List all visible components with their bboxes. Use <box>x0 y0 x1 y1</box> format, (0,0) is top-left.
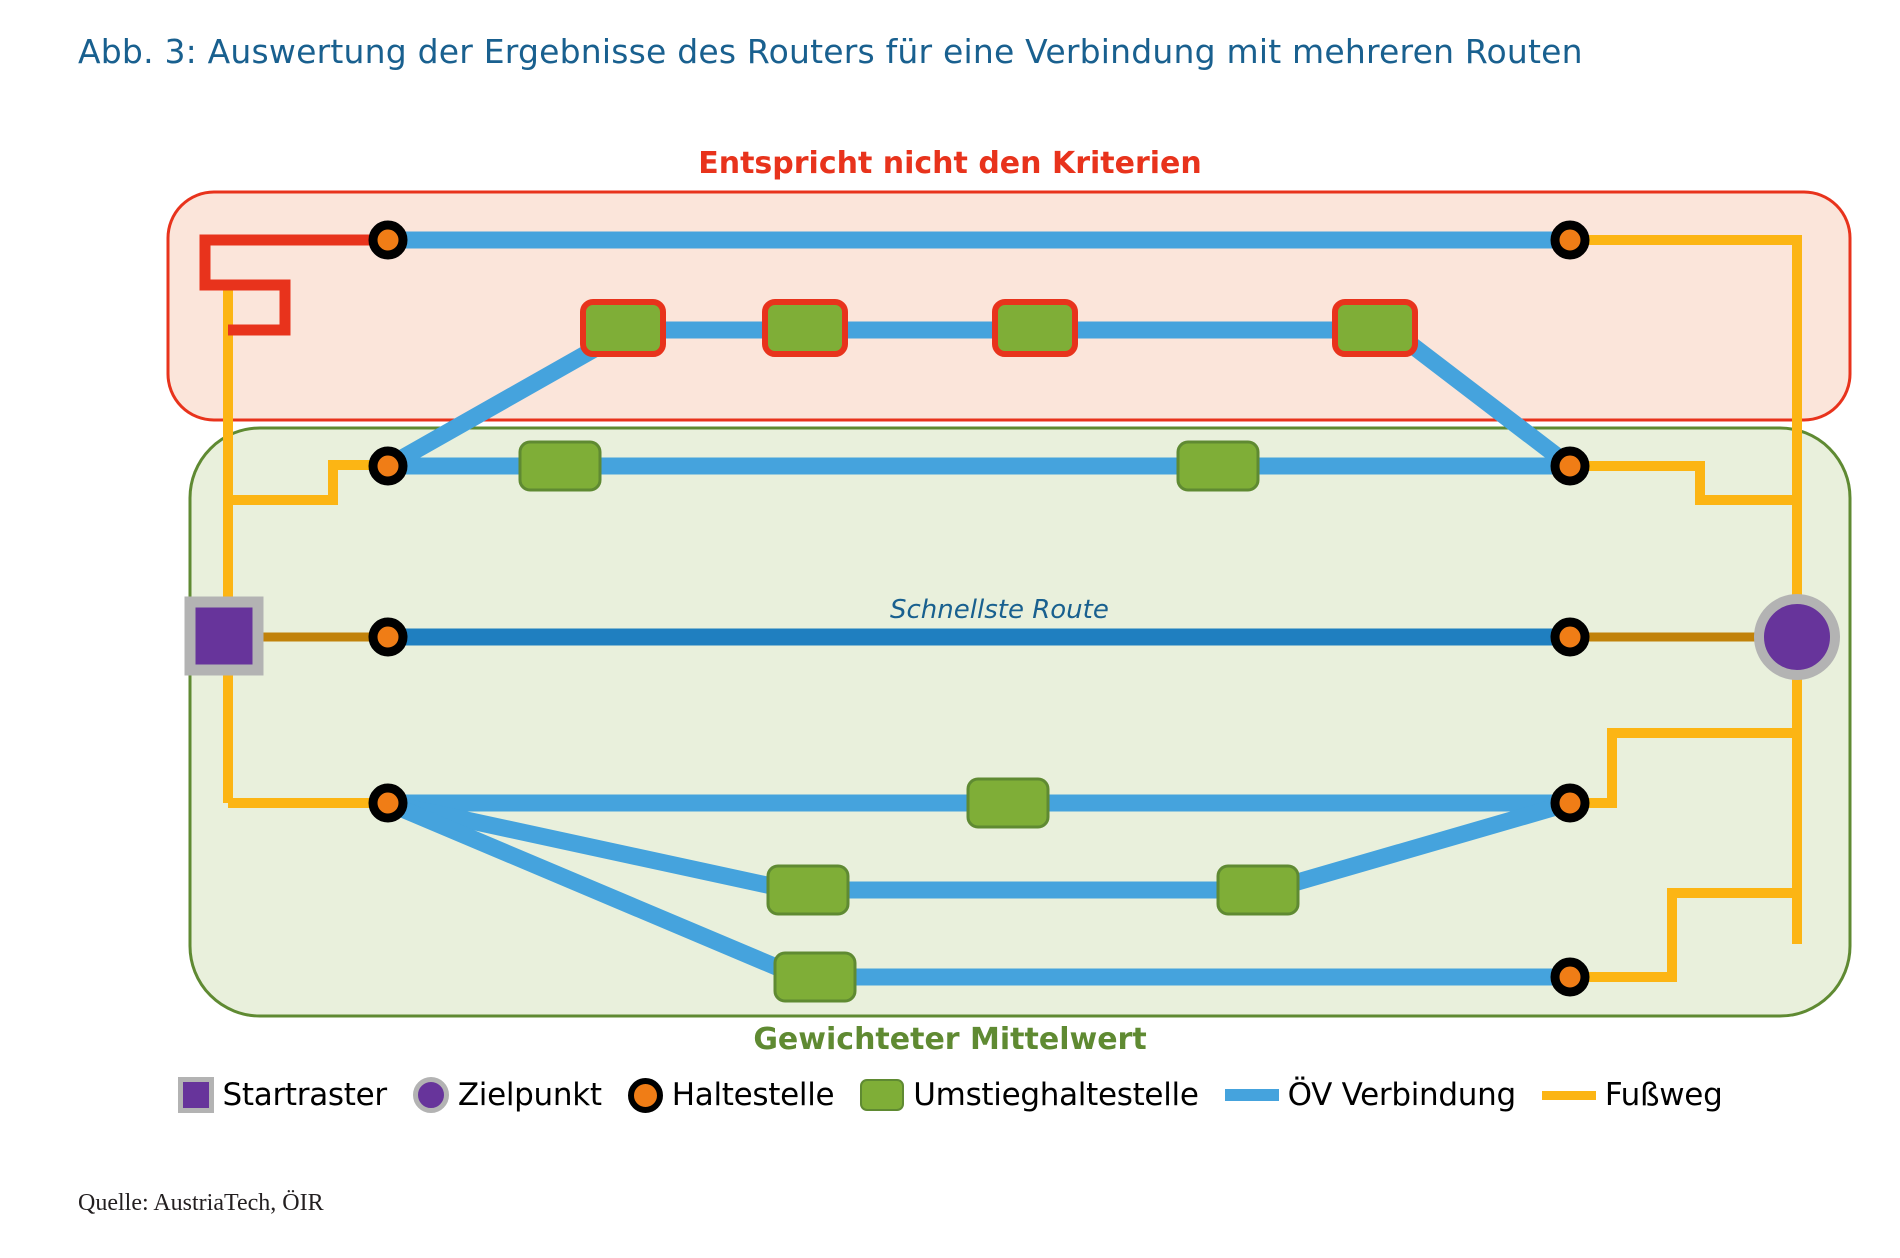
band-accept-region <box>188 426 1852 1018</box>
legend-label-fussweg: Fußweg <box>1604 1077 1723 1113</box>
stop-row1-left <box>368 220 408 260</box>
transfer-stop-reject-4 <box>1332 299 1418 357</box>
zielpunkt-icon <box>412 1077 449 1113</box>
legend-item-umstieghaltestelle: Umstieghaltestelle <box>860 1077 1199 1113</box>
walk-row5-right <box>1570 728 1797 808</box>
walk-row3-right <box>1570 461 1797 505</box>
route-row-3 <box>388 440 1570 492</box>
legend-label-oev-verbindung: ÖV Verbindung <box>1287 1077 1517 1113</box>
legend-label-haltestelle: Haltestelle <box>671 1077 835 1113</box>
legend-item-zielpunkt: Zielpunkt <box>412 1077 602 1113</box>
fastest-route-label: Schnellste Route <box>890 595 1109 625</box>
transfer-stop-reject-3 <box>992 299 1078 357</box>
route-row-2 <box>383 299 1576 474</box>
band-label-weighted: Gewichteter Mittelwert <box>753 1022 1147 1057</box>
umstieghaltestelle-icon <box>860 1079 905 1111</box>
legend-label-startraster: Startraster <box>222 1077 388 1113</box>
transfer-stop-reject-1 <box>580 299 666 357</box>
stop-row1-right <box>1550 220 1590 260</box>
legend-item-oev-verbindung: ÖV Verbindung <box>1224 1077 1517 1113</box>
walk-row-bottom-right <box>1570 888 1797 982</box>
transfer-stop-row6-1 <box>766 864 850 916</box>
stop-lowest-right <box>1550 957 1590 997</box>
stop-fastest-left <box>368 617 408 657</box>
walk-branch-row3 <box>228 460 388 505</box>
target-point-marker <box>1754 594 1840 680</box>
transfer-stop-reject-2 <box>762 299 848 357</box>
transfer-stop-row3-1 <box>518 440 602 492</box>
stop-bottom-right <box>1550 783 1590 823</box>
legend-item-fussweg: Fußweg <box>1541 1077 1723 1113</box>
stop-row3-right <box>1550 446 1590 486</box>
transit-line-row6 <box>386 794 1573 899</box>
stops-layer <box>368 220 1590 997</box>
band-label-reject: Entspricht nicht den Kriterien <box>698 146 1202 181</box>
legend-item-haltestelle: Haltestelle <box>627 1077 835 1113</box>
stop-bottom-left <box>368 783 408 823</box>
start-raster-marker <box>184 596 264 676</box>
stop-row3-left <box>368 446 408 486</box>
legend-item-startraster: Startraster <box>177 1077 388 1113</box>
legend-label-zielpunkt: Zielpunkt <box>457 1077 602 1113</box>
reject-walk-path <box>199 234 388 336</box>
transfer-stop-row6-2 <box>1216 864 1300 916</box>
walk-paths <box>223 235 1802 982</box>
walk-reject-segment <box>199 234 388 336</box>
oev-verbindung-icon <box>1224 1089 1279 1101</box>
startraster-icon <box>177 1077 214 1113</box>
source-note: Quelle: AustriaTech, ÖIR <box>78 1190 324 1216</box>
page-title: Abb. 3: Auswertung der Ergebnisse des Ro… <box>78 32 1583 71</box>
legend: Startraster Zielpunkt Haltestelle Umstie… <box>0 1077 1900 1113</box>
stop-fastest-right <box>1550 617 1590 657</box>
transfer-stop-row5-1 <box>966 777 1050 829</box>
transfer-stop-row3-2 <box>1176 440 1260 492</box>
route-bottom-group <box>384 777 1573 1003</box>
haltestelle-icon <box>627 1077 663 1113</box>
transfer-stop-row7-1 <box>773 951 857 1003</box>
legend-label-umstieghaltestelle: Umstieghaltestelle <box>913 1077 1199 1113</box>
fussweg-icon <box>1541 1090 1596 1100</box>
